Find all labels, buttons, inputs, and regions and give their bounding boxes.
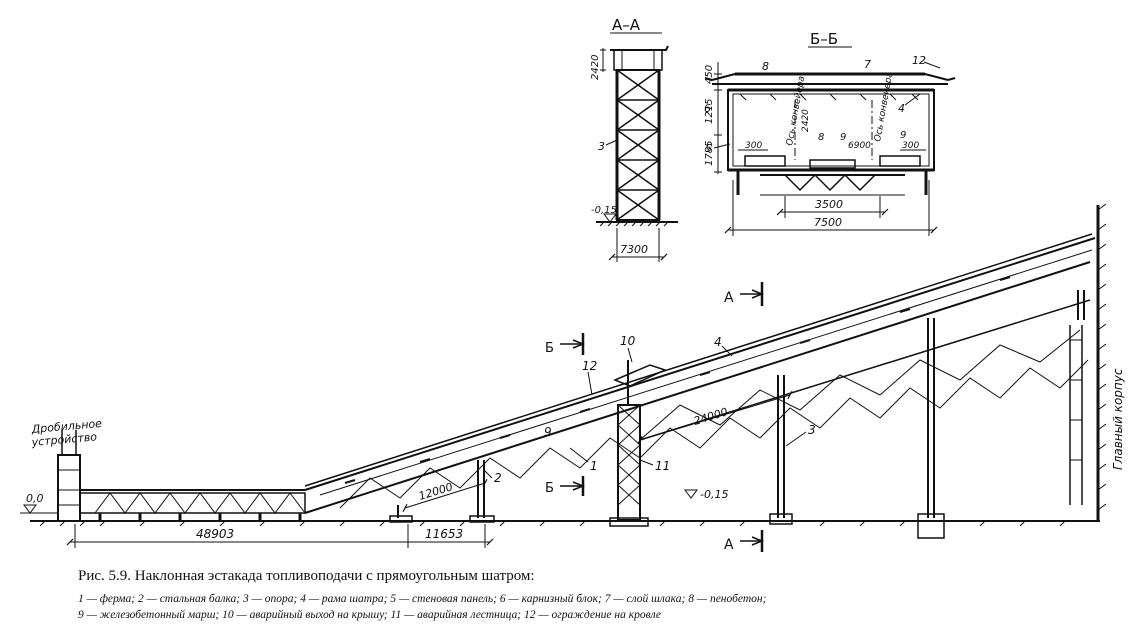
section-bb-title: Б–Б (810, 30, 838, 48)
bb-dim-1215: 1215 (704, 99, 715, 124)
callout-11: 11 (655, 459, 670, 473)
aa-elev: -0,15 (591, 205, 617, 216)
bb-dim-1785: 1785 (704, 141, 715, 166)
bb-label-7: 7 (864, 58, 871, 71)
cut-b-top: Б (545, 341, 554, 356)
callout-1: 1 (590, 459, 598, 473)
bb-label-9-left: 9 (840, 132, 846, 143)
aa-label-3: 3 (598, 140, 605, 153)
cut-a-bottom: А (724, 537, 734, 553)
bb-dim-3500: 3500 (815, 198, 843, 211)
crusher-label-2: устройство (30, 430, 98, 449)
bb-dim-2420: 2420 (801, 109, 811, 132)
caption-title: Рис. 5.9. Наклонная эстакада топливопода… (78, 568, 535, 584)
section-aa: А–А 2420 7300 -0,15 3 (590, 16, 678, 262)
aa-dim-width: 7300 (620, 243, 648, 256)
aa-dim-top: 2420 (590, 55, 601, 80)
crusher-label-1: Дробильное (30, 417, 103, 436)
bb-dim-7500: 7500 (814, 216, 842, 229)
bb-dim-450: 450 (704, 65, 715, 84)
bb-label-5: 5 (705, 142, 712, 155)
dim-48903: 48903 (196, 527, 234, 541)
bb-label-12: 12 (912, 54, 926, 67)
figure-caption: Рис. 5.9. Наклонная эстакада топливопода… (78, 568, 1078, 623)
section-aa-title: А–А (612, 16, 641, 34)
dim-12000: 12000 (417, 480, 454, 503)
main-building-label: Главный корпус (1111, 368, 1125, 470)
callout-12: 12 (582, 359, 597, 373)
bb-axis-right: Ось конвейера (873, 71, 895, 142)
bb-label-4: 4 (898, 102, 905, 115)
caption-legend-line-2: 9 — железобетонный марш; 10 — аварийный … (78, 609, 661, 621)
bb-dim-6900: 6900 (848, 141, 871, 151)
bb-label-8-top: 8 (762, 60, 769, 73)
elev-neg: -0,15 (700, 488, 728, 501)
callout-10: 10 (620, 334, 636, 348)
bb-dim-300-right: 300 (902, 141, 919, 151)
cut-b-bottom: Б (545, 481, 554, 496)
callout-3: 3 (808, 423, 816, 437)
main-elevation: А А Б Б 48903 11653 12000 24000 0,0 -0,1… (20, 203, 1125, 553)
section-bb: Б–Б 450 1215 1785 3500 (704, 30, 956, 236)
elev-zero: 0,0 (26, 492, 44, 505)
bb-label-9-right: 9 (900, 130, 906, 141)
trestle-drawing: А–А 2420 7300 -0,15 3 Б–Б (20, 16, 1125, 553)
callout-4: 4 (714, 335, 722, 349)
bb-label-8-mid: 8 (818, 132, 824, 143)
callout-2: 2 (494, 471, 502, 485)
dim-11653: 11653 (425, 527, 463, 541)
bb-label-6: 6 (704, 102, 711, 115)
caption-legend-line-1: 1 — ферма; 2 — стальная балка; 3 — опора… (78, 593, 767, 605)
bb-dim-300-left: 300 (745, 141, 762, 151)
cut-a-top: А (724, 290, 734, 306)
callout-9: 9 (544, 425, 552, 439)
